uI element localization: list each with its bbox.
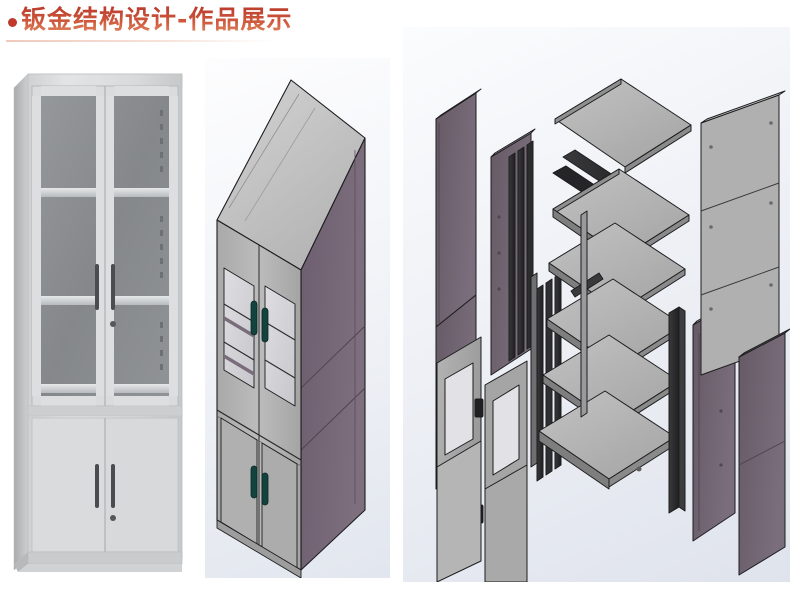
cabinet-photo-graphic	[10, 66, 186, 578]
product-photo-panel	[10, 66, 186, 578]
part-shelf-supports	[530, 210, 588, 468]
exploded-assembly-graphic	[435, 78, 790, 582]
part-shelf-top	[554, 78, 692, 174]
bullet-icon	[8, 17, 17, 27]
page-title: 钣金结构设计-作品展示	[21, 5, 293, 34]
part-vertical-stiffeners	[508, 140, 534, 362]
cabinet-3d-render-graphic	[216, 79, 366, 578]
title-underline	[6, 40, 274, 42]
part-back-panel-right	[700, 90, 786, 376]
part-right-rail	[668, 306, 686, 514]
exploded-view-panel	[403, 27, 790, 582]
part-right-side-far-lower	[738, 328, 790, 576]
part-shelf-2	[552, 168, 690, 266]
cad-assembly-panel	[205, 58, 390, 578]
slide-title: 钣金结构设计-作品展示	[8, 5, 293, 35]
part-left-side-upper	[435, 88, 482, 328]
part-lower-doors	[436, 440, 528, 582]
